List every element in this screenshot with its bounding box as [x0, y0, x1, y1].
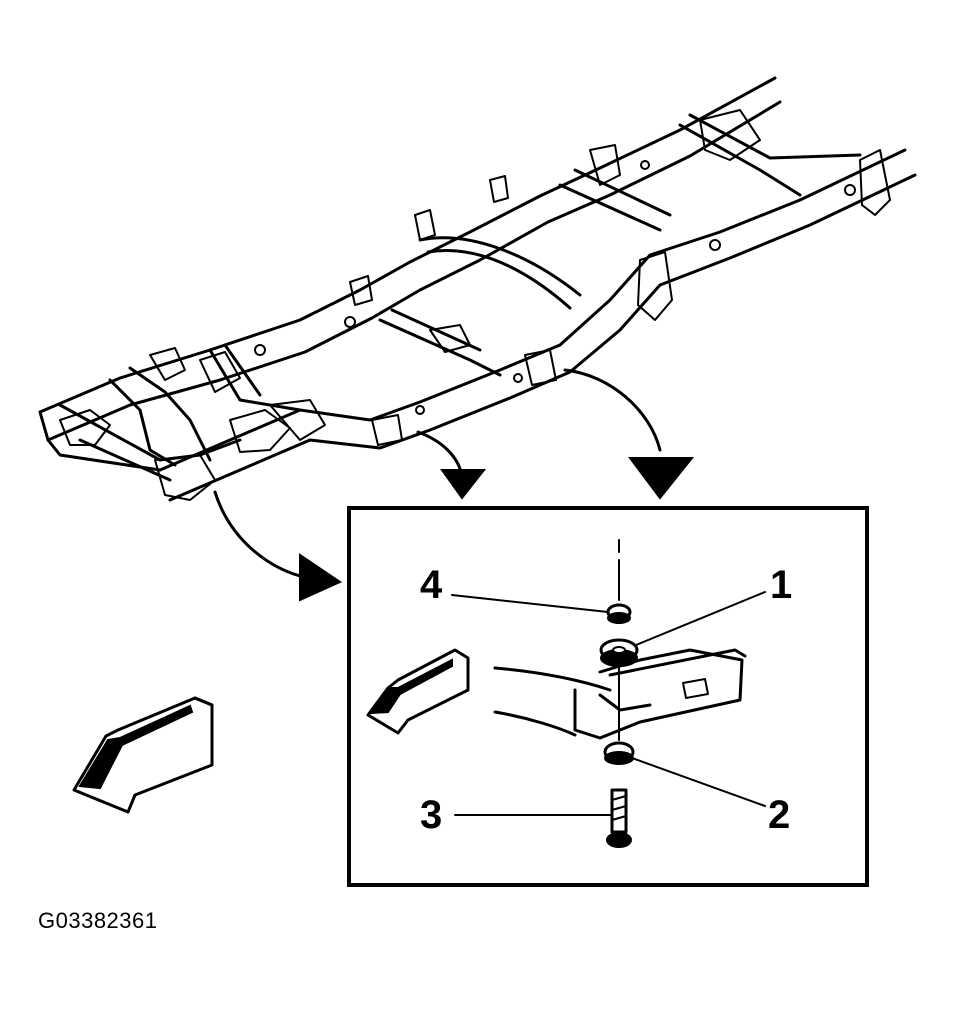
- callout-1: 1: [770, 563, 792, 607]
- pointer-arrow: [213, 368, 695, 602]
- front-direction-arrow: [72, 696, 214, 814]
- callout-2: 2: [768, 793, 790, 837]
- detail-direction-arrow: [366, 648, 470, 735]
- callout-4: 4: [420, 563, 443, 607]
- figure-id: G03382361: [38, 908, 158, 933]
- callout-3: 3: [420, 793, 442, 837]
- leader-lines: [451, 591, 766, 816]
- vehicle-frame-illustration: [38, 76, 917, 502]
- fastener-stack: [599, 539, 639, 848]
